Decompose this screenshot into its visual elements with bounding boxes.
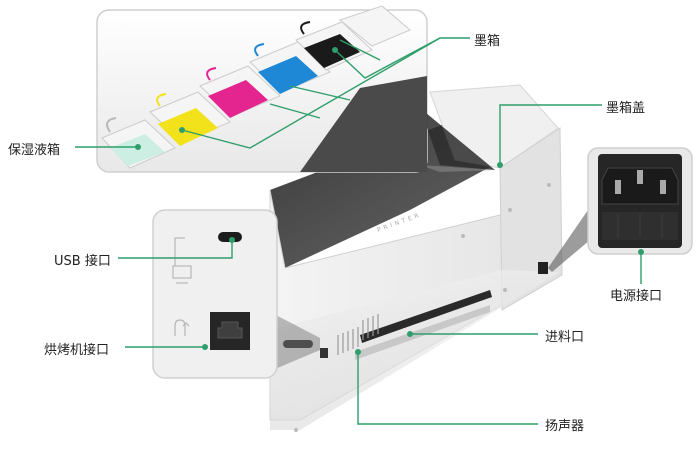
leader-speaker	[357, 352, 538, 425]
magenta-ink-icon	[208, 80, 268, 118]
label-dryer-port: 烘烤机接口	[44, 343, 110, 358]
power-socket-small[interactable]	[538, 262, 548, 274]
dryer-connector-icon	[174, 319, 190, 336]
label-usb-port: USB 接口	[54, 254, 111, 269]
yellow-ink-icon	[158, 108, 218, 146]
leader-ink-cartridge	[334, 37, 470, 79]
printer-body: PRINTER	[269, 84, 563, 432]
speaker-grille	[337, 314, 379, 355]
ports-inset	[152, 209, 320, 379]
label-ink-cartridge: 墨箱	[474, 34, 501, 49]
ink-inset	[96, 5, 495, 173]
cyan-ink-icon	[258, 56, 318, 94]
paper-feed-slot[interactable]	[360, 290, 492, 343]
label-power-port: 电源接口	[610, 289, 663, 304]
label-ink-cover: 墨箱盖	[606, 101, 646, 116]
leader-usb	[118, 240, 233, 259]
usb-icon	[172, 237, 192, 284]
usb-port[interactable]	[218, 232, 242, 242]
moisture-box-icon	[110, 134, 165, 166]
label-paper-feed: 进料口	[545, 330, 585, 345]
leader-ink-cover	[499, 104, 602, 165]
label-moisturizing-box: 保湿液箱	[8, 143, 61, 158]
power-inset	[548, 147, 693, 272]
label-speaker: 扬声器	[545, 419, 585, 434]
leader-lines	[75, 37, 642, 425]
